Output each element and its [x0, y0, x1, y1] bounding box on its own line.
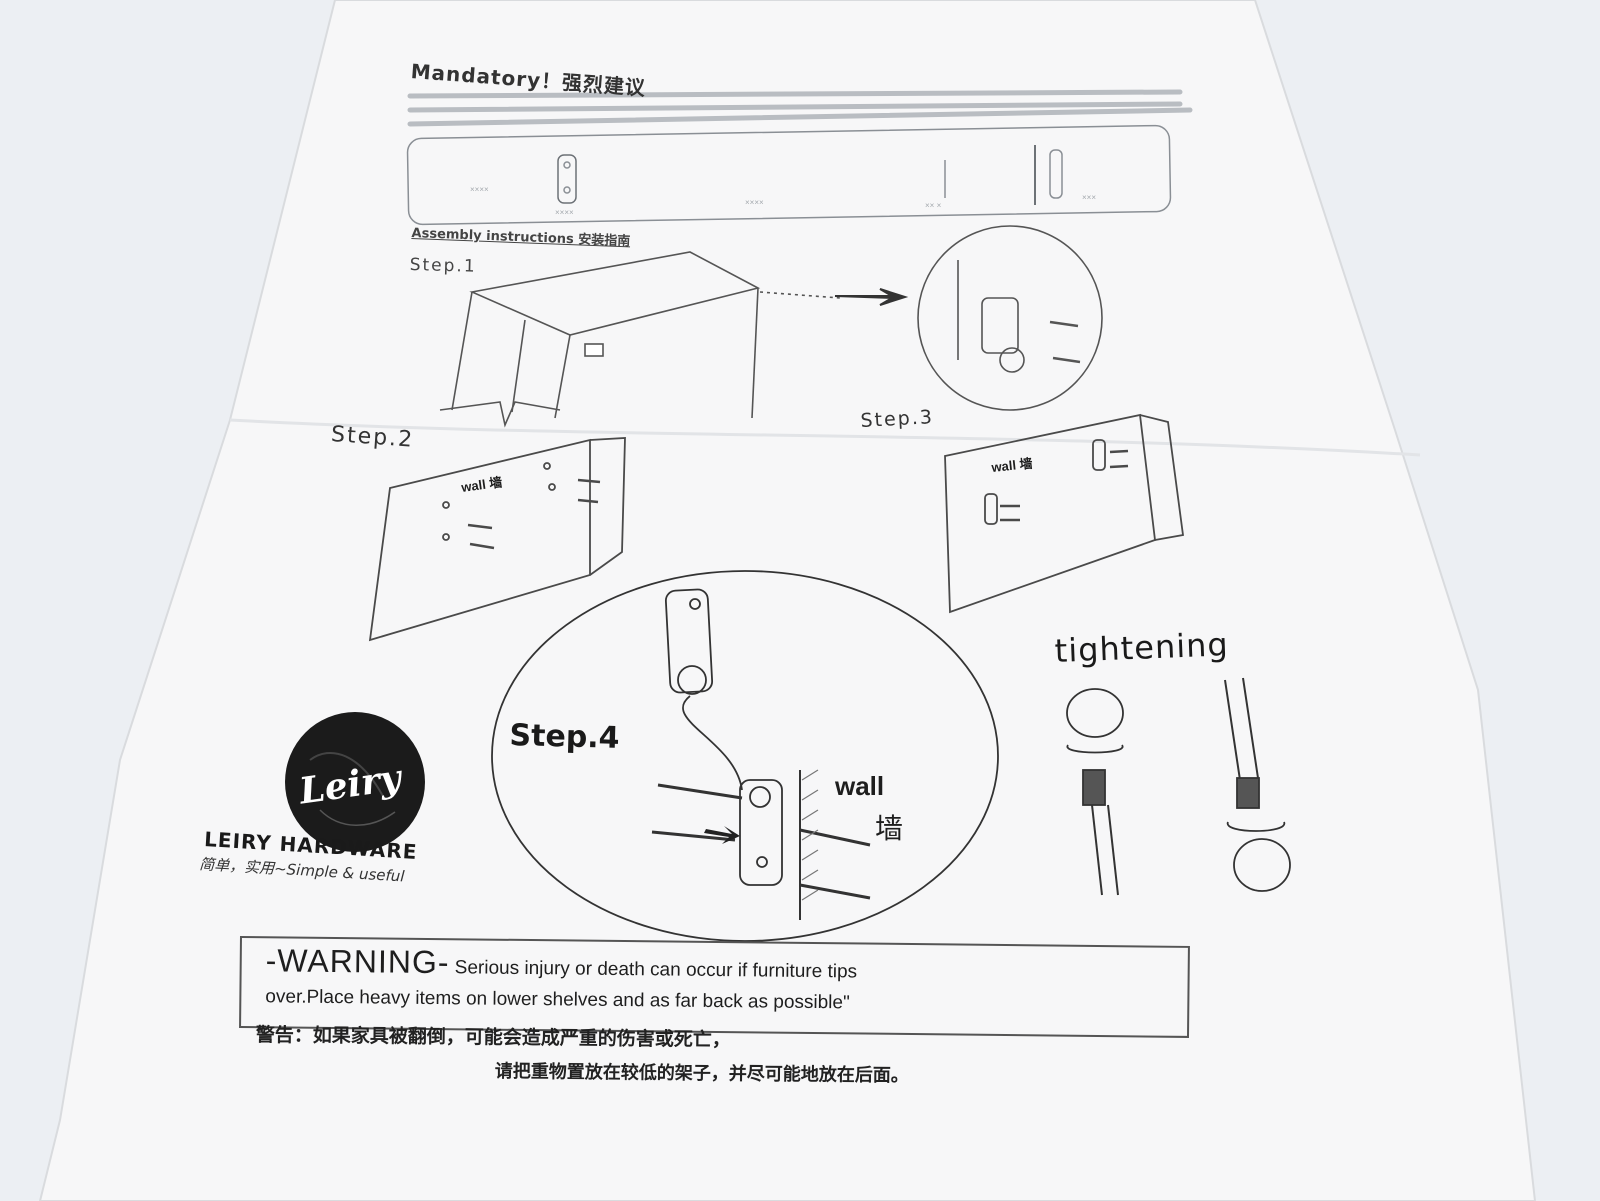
step3-wall-panel	[944, 413, 1185, 614]
step1-label: Step.1	[409, 255, 477, 277]
svg-text:××××: ××××	[470, 185, 489, 194]
svg-text:×××: ×××	[1082, 193, 1096, 202]
warning-word: -WARNING-	[265, 942, 450, 981]
step1-arrow	[834, 288, 909, 306]
tightening-drawing-right	[1224, 677, 1291, 892]
cn-warning-line-2: 请把重物置放在较低的架子，并尽可能地放在后面。	[494, 1060, 909, 1087]
svg-text:××××: ××××	[745, 198, 764, 207]
step4-arrow	[704, 826, 740, 844]
leiry-logo: Leiry	[285, 712, 425, 852]
step4-wall-label-cn: 墙	[875, 813, 903, 844]
warning-text-2: over.Place heavy items on lower shelves …	[265, 986, 850, 1014]
step2-wall-panel	[368, 437, 626, 642]
paper-sheet	[38, 0, 1537, 1201]
step4-detail-circle	[491, 570, 999, 942]
svg-text:×× ×: ×× ×	[925, 201, 942, 210]
fold-crease	[229, 418, 1421, 457]
step2-wall-label: wall 墙	[459, 474, 503, 495]
tightening-drawing-left	[1066, 688, 1124, 896]
parts-box	[406, 124, 1172, 226]
parts-bracket-drawing	[557, 154, 577, 204]
step1-zoom-circle	[917, 225, 1103, 411]
parts-labels-faint: ×××× ×××× ×××× ×× × ×××	[470, 185, 1096, 217]
step4-label: Step.4	[509, 718, 621, 756]
svg-text:××××: ××××	[555, 208, 574, 217]
warning-text-1: Serious injury or death can occur if fur…	[449, 957, 858, 983]
step3-label: Step.3	[860, 406, 935, 432]
step4-wall-label-en: wall	[834, 771, 884, 801]
step4-wall-hatch	[801, 769, 819, 901]
cn-warning-line-1: 警告：如果家具被翻倒，可能会造成严重的伤害或死亡，	[255, 1023, 731, 1051]
warning-line-1: -WARNING- Serious injury or death can oc…	[266, 942, 858, 985]
intro-text-faint	[407, 89, 1193, 127]
tightening-label: tightening	[1054, 625, 1230, 670]
step1-cabinet-drawing	[439, 251, 841, 428]
step3-wall-label: wall 墙	[990, 456, 1034, 475]
